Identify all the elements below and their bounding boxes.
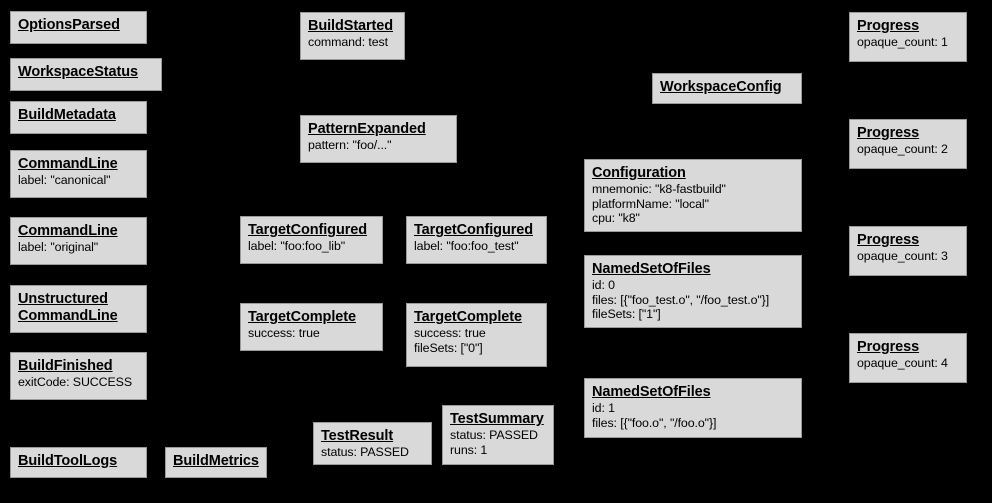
node-field: id: 0 [592,278,615,293]
node-field: success: true [414,326,486,341]
node-title: TargetComplete [414,309,522,325]
node-field: fileSets: ["1"] [592,307,661,322]
node-title: WorkspaceConfig [660,79,782,95]
node-field: id: 1 [592,401,615,416]
node-field: label: "foo:foo_test" [414,239,519,254]
node-field: platformName: "local" [592,196,709,211]
node-title: TargetConfigured [414,222,533,238]
node-title: Progress [857,125,920,141]
node-build-tool-logs[interactable]: BuildToolLogs [10,447,147,478]
node-title: Progress [857,232,920,248]
node-field: cpu: "k8" [592,211,640,226]
node-field: runs: 1 [450,442,488,457]
node-title: Progress [857,18,920,34]
node-title: BuildStarted [308,18,394,34]
node-build-metrics[interactable]: BuildMetrics [165,447,267,478]
node-title: Configuration [592,165,686,181]
node-title: BuildToolLogs [18,453,118,469]
node-title: CommandLine [18,223,118,239]
node-title: Progress [857,339,920,355]
node-field: exitCode: SUCCESS [18,375,132,390]
node-workspace-config[interactable]: WorkspaceConfig [652,73,802,104]
node-title: BuildFinished [18,358,113,374]
node-workspace-status[interactable]: WorkspaceStatus [10,58,162,91]
node-title: NamedSetOfFiles [592,384,711,400]
node-title: OptionsParsed [18,17,120,33]
node-title: Unstructured CommandLine [18,291,118,325]
node-build-metadata[interactable]: BuildMetadata [10,101,147,134]
node-field: opaque_count: 3 [857,249,948,264]
node-field: label: "original" [18,240,99,255]
node-title: WorkspaceStatus [18,64,138,80]
node-field: label: "foo:foo_lib" [248,239,346,254]
node-field: status: PASSED [321,445,409,460]
node-field: opaque_count: 4 [857,356,948,371]
node-field: opaque_count: 1 [857,35,948,50]
node-field: mnemonic: "k8-fastbuild" [592,182,726,197]
node-field: files: [{"foo.o", "/foo.o"}] [592,415,717,430]
node-field: status: PASSED [450,428,538,443]
node-title: TestResult [321,428,394,444]
node-options-parsed[interactable]: OptionsParsed [10,11,147,44]
node-title: PatternExpanded [308,121,426,137]
node-title: TestSummary [450,411,544,427]
node-field: label: "canonical" [18,173,111,188]
node-title: CommandLine [18,156,118,172]
node-field: pattern: "foo/..." [308,138,392,153]
node-field: fileSets: ["0"] [414,340,483,355]
node-field: opaque_count: 2 [857,142,948,157]
node-field: command: test [308,35,388,50]
node-unstructured-command-line[interactable]: Unstructured CommandLine [10,285,147,333]
node-title: TargetConfigured [248,222,367,238]
node-field: files: [{"foo_test.o", "/foo_test.o"}] [592,292,770,307]
node-title: TargetComplete [248,309,356,325]
node-field: success: true [248,326,320,341]
node-title: NamedSetOfFiles [592,261,711,277]
node-title: BuildMetrics [173,453,259,469]
node-title: BuildMetadata [18,107,116,123]
